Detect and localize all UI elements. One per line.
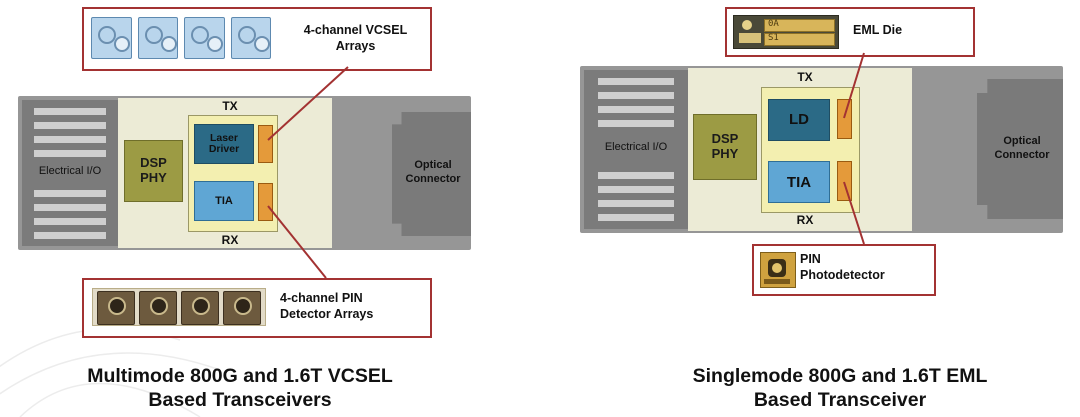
tx-label: TX <box>797 70 813 84</box>
edge-contact <box>34 122 106 129</box>
pin-detector-icon <box>223 291 261 325</box>
electrical-pin-area <box>584 70 688 229</box>
vcsel-array-icon <box>91 17 132 59</box>
laser-driver-label-1: Laser <box>209 131 238 144</box>
tia-block: TIA <box>768 161 830 203</box>
edge-contact <box>34 136 106 143</box>
pin-detector-icon <box>97 291 135 325</box>
edge-contact <box>34 218 106 225</box>
tx-label: TX <box>222 99 238 113</box>
edge-contact <box>598 120 674 127</box>
edge-contact <box>34 150 106 157</box>
pin-detector-icon <box>181 291 219 325</box>
electrical-io-label: Electrical I/O <box>604 141 668 153</box>
eml-chip <box>837 99 852 139</box>
optical-connector-label: Optical Connector <box>398 159 468 187</box>
edge-contact <box>34 108 106 115</box>
electrical-io-label: Electrical I/O <box>38 165 102 177</box>
eml-die-code-2: S1 <box>764 33 835 46</box>
vcsel-chip <box>258 125 273 163</box>
electrical-pin-area <box>22 100 118 246</box>
dsp-phy-block: DSP PHY <box>693 114 757 180</box>
vcsel-array-icon <box>137 17 178 59</box>
dsp-phy-block: DSP PHY <box>124 140 183 202</box>
pin-chip <box>258 183 273 221</box>
pin-detector-icon <box>139 291 177 325</box>
pin-callout-line1: 4-channel PIN <box>280 291 363 305</box>
pin-photodetector-callout: PIN Photodetector <box>752 244 936 296</box>
optical-connector <box>977 79 1063 219</box>
eml-die-callout: 0A S1 EML Die <box>725 7 975 57</box>
eml-die-image: 0A S1 <box>733 15 839 49</box>
vcsel-array-icon <box>184 17 225 59</box>
optical-connector-label: Optical Connector <box>982 135 1062 163</box>
left-caption: Multimode 800G and 1.6T VCSEL Based Tran… <box>30 364 450 413</box>
pin-photodetector-image <box>760 252 796 288</box>
pin-callout-line2: Detector Arrays <box>280 306 374 321</box>
vcsel-callout-line2: Arrays <box>335 38 376 53</box>
rx-label: RX <box>221 233 239 247</box>
vcsel-callout-line1: 4-channel VCSEL <box>303 23 408 37</box>
vcsel-array-icon <box>230 17 271 59</box>
laser-driver-label-2: Driver <box>208 143 240 155</box>
vcsel-array-images <box>91 17 271 59</box>
pin-array-images <box>92 288 266 326</box>
right-caption-line2: Based Transceiver <box>753 389 927 412</box>
pin-photodetector-chip <box>837 161 852 201</box>
pin-callout-label: PIN Photodetector <box>800 252 928 283</box>
edge-contact <box>598 172 674 179</box>
pin-callout-line1: PIN <box>800 252 821 266</box>
optical-label-2: Connector <box>994 148 1050 161</box>
pin-callout-line2: Photodetector <box>800 267 885 282</box>
left-caption-line2: Based Transceivers <box>148 389 332 412</box>
pin-array-callout: 4-channel PIN Detector Arrays <box>82 278 432 338</box>
edge-contact <box>598 106 674 113</box>
edge-contact <box>598 186 674 193</box>
edge-contact <box>34 190 106 197</box>
dsp-label: DSP <box>140 155 167 171</box>
edge-contact <box>598 92 674 99</box>
eml-die-code-1: 0A <box>764 19 835 32</box>
phy-label: PHY <box>711 146 739 161</box>
optical-label-1: Optical <box>1003 135 1041 147</box>
rx-label: RX <box>796 213 814 227</box>
dsp-label: DSP <box>711 131 739 147</box>
right-caption-line1: Singlemode 800G and 1.6T EML <box>692 365 988 387</box>
right-caption: Singlemode 800G and 1.6T EML Based Trans… <box>640 364 1040 413</box>
edge-contact <box>34 232 106 239</box>
phy-label: PHY <box>140 170 167 185</box>
left-caption-line1: Multimode 800G and 1.6T VCSEL <box>87 365 393 387</box>
edge-contact <box>598 78 674 85</box>
optical-label-1: Optical <box>414 159 452 171</box>
vcsel-callout: 4-channel VCSEL Arrays <box>82 7 432 71</box>
ld-block: LD <box>768 99 830 141</box>
optical-connector <box>392 112 471 236</box>
laser-driver-block: Laser Driver <box>194 124 254 164</box>
optical-label-2: Connector <box>405 172 461 185</box>
edge-contact <box>598 200 674 207</box>
eml-callout-label: EML Die <box>853 23 903 37</box>
edge-contact <box>598 214 674 221</box>
tia-block: TIA <box>194 181 254 221</box>
edge-contact <box>34 204 106 211</box>
pin-callout-label: 4-channel PIN Detector Arrays <box>280 291 420 322</box>
vcsel-callout-label: 4-channel VCSEL Arrays <box>288 23 423 54</box>
